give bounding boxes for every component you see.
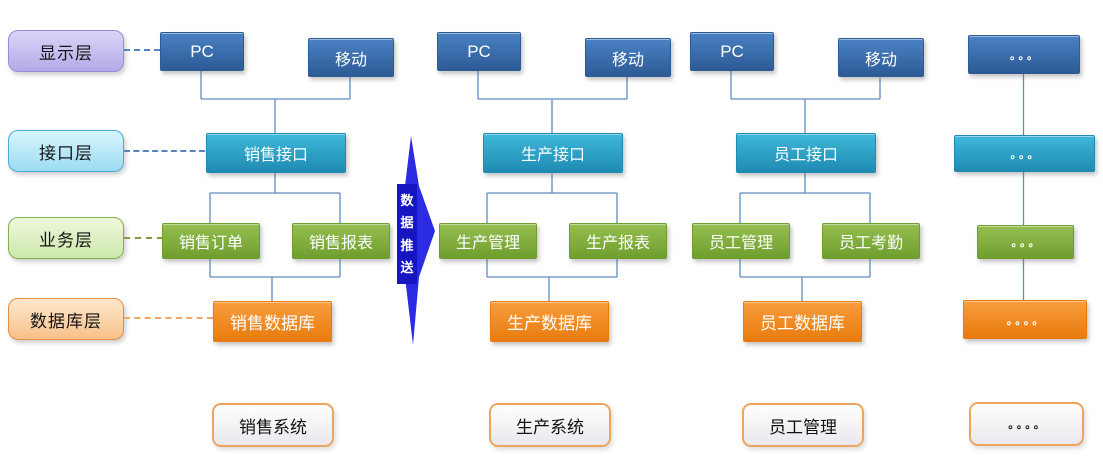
database-box: 生产数据库: [490, 301, 609, 342]
system-column-more: 。。。 。。。 。。。 。。。。 。。。。: [950, 0, 1103, 461]
system-column-sales: PC 移动 销售接口 销售订单 销售报表 销售数据库 销售系统: [148, 0, 408, 461]
mobile-box: 移动: [585, 38, 671, 77]
layer-label-interface: 接口层: [8, 130, 124, 172]
mobile-box: 移动: [838, 38, 924, 77]
display-ellipsis-box: 。。。: [968, 35, 1080, 74]
system-column-employee: PC 移动 员工接口 员工管理 员工考勤 员工数据库 员工管理: [678, 0, 938, 461]
pc-box: PC: [690, 32, 774, 71]
system-name-ellipsis-label: 。。。。: [969, 402, 1084, 446]
database-ellipsis-box: 。。。。: [963, 300, 1087, 339]
dashed-connector-display: [124, 49, 160, 51]
business-box-left: 员工管理: [692, 223, 790, 259]
data-push-arrow-label: 数 据 推 送: [397, 184, 417, 284]
dashed-connector-business: [124, 237, 163, 239]
database-box: 销售数据库: [213, 301, 332, 342]
arrow-char: 数: [400, 192, 414, 208]
interface-ellipsis-box: 。。。: [954, 135, 1095, 172]
business-box-right: 销售报表: [292, 223, 390, 259]
business-box-right: 生产报表: [569, 223, 667, 259]
pc-box: PC: [160, 32, 244, 71]
business-box-right: 员工考勤: [822, 223, 920, 259]
business-box-left: 生产管理: [439, 223, 537, 259]
interface-box: 员工接口: [736, 133, 876, 173]
system-column-production: PC 移动 生产接口 生产管理 生产报表 生产数据库 生产系统: [425, 0, 685, 461]
database-box: 员工数据库: [743, 301, 862, 342]
arrow-char: 推: [400, 237, 414, 253]
interface-box: 生产接口: [483, 133, 623, 173]
layer-label-display: 显示层: [8, 30, 124, 72]
pc-box: PC: [437, 32, 521, 71]
system-name-label: 员工管理: [742, 403, 864, 447]
dashed-connector-database: [124, 317, 213, 319]
layer-label-business: 业务层: [8, 217, 124, 259]
layer-label-database: 数据库层: [8, 298, 124, 340]
data-push-arrow: 数 据 推 送: [394, 136, 440, 348]
arrow-char: 据: [400, 215, 414, 231]
dashed-connector-interface: [124, 150, 205, 152]
business-box-left: 销售订单: [162, 223, 260, 259]
system-name-label: 生产系统: [489, 403, 611, 447]
interface-box: 销售接口: [206, 133, 346, 173]
business-ellipsis-box: 。。。: [977, 225, 1074, 259]
system-name-label: 销售系统: [212, 403, 334, 447]
arrow-char: 送: [400, 260, 414, 276]
mobile-box: 移动: [308, 38, 394, 77]
